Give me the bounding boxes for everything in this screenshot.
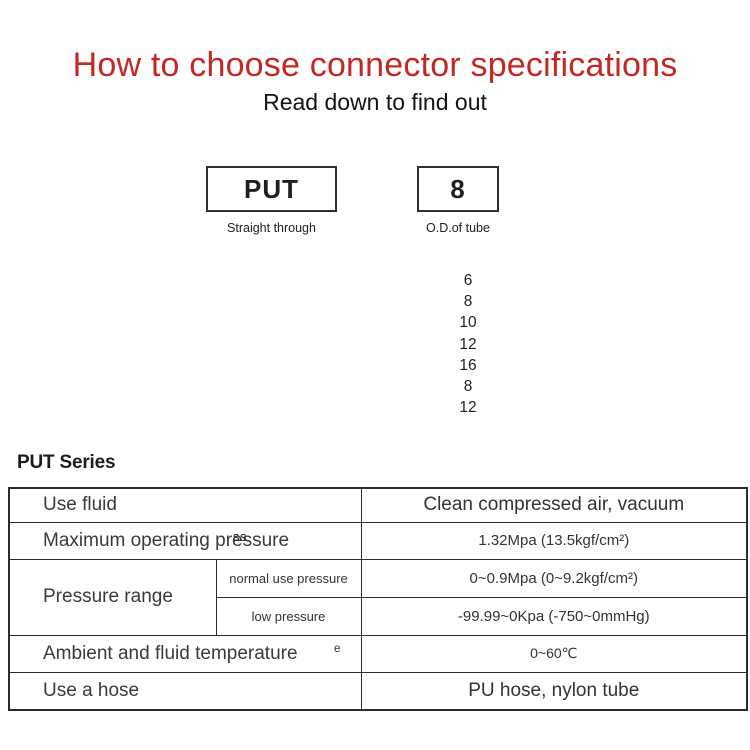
row-value: Clean compressed air, vacuum: [360, 487, 748, 523]
row-value: 0~0.9Mpa (0~9.2kgf/cm²): [360, 558, 748, 598]
row-label: Use a hose: [8, 671, 362, 711]
row-value: 0~60℃: [360, 634, 748, 673]
row-label: Ambient and fluid temperature: [8, 634, 362, 673]
tube-od-option: 8: [463, 378, 473, 396]
text-artifact-ss: ss: [233, 529, 247, 544]
sub-label: normal use pressure: [215, 558, 362, 598]
row-label: Maximum operating pressure: [8, 521, 362, 560]
row-value: PU hose, nylon tube: [360, 671, 748, 711]
row-value: 1.32Mpa (13.5kgf/cm²): [360, 521, 748, 560]
tube-size-caption: O.D.of tube: [426, 221, 490, 235]
row-label: Pressure range: [8, 558, 217, 636]
table-row: Ambient and fluid temperature 0~60℃: [8, 634, 748, 673]
tube-size-box: 8: [417, 166, 499, 212]
tube-od-option: 16: [459, 356, 477, 374]
spec-table: Use fluid Clean compressed air, vacuum M…: [8, 487, 749, 711]
row-label: Use fluid: [8, 487, 362, 523]
page-title: How to choose connector specifications: [72, 46, 678, 84]
tube-od-option: 6: [463, 272, 473, 289]
tube-size-label: 8: [450, 173, 466, 204]
series-heading: PUT Series: [17, 452, 116, 473]
page-subtitle: Read down to find out: [263, 89, 487, 115]
table-row: Pressure range normal use pressure 0~0.9…: [8, 558, 748, 636]
text-artifact-e: e: [334, 643, 341, 655]
table-row: low pressure -99.99~0Kpa (-750~0mmHg): [9, 596, 748, 636]
tube-od-option: 12: [459, 399, 477, 417]
sub-label: low pressure: [215, 596, 362, 636]
tube-od-options-list: 6 8 10 12 16 8 12: [408, 270, 528, 418]
table-row: Use fluid Clean compressed air, vacuum: [8, 487, 748, 523]
table-row: Use a hose PU hose, nylon tube: [8, 671, 748, 711]
tube-od-option: 12: [459, 335, 477, 353]
tube-od-option: 8: [463, 293, 473, 311]
model-code-caption: Straight through: [227, 221, 316, 235]
table-row: Maximum operating pressure 1.32Mpa (13.5…: [8, 521, 748, 560]
tube-od-option: 10: [459, 314, 477, 332]
model-code-box: PUT: [206, 166, 337, 212]
model-code-label: PUT: [244, 173, 299, 204]
row-value: -99.99~0Kpa (-750~0mmHg): [360, 596, 748, 636]
